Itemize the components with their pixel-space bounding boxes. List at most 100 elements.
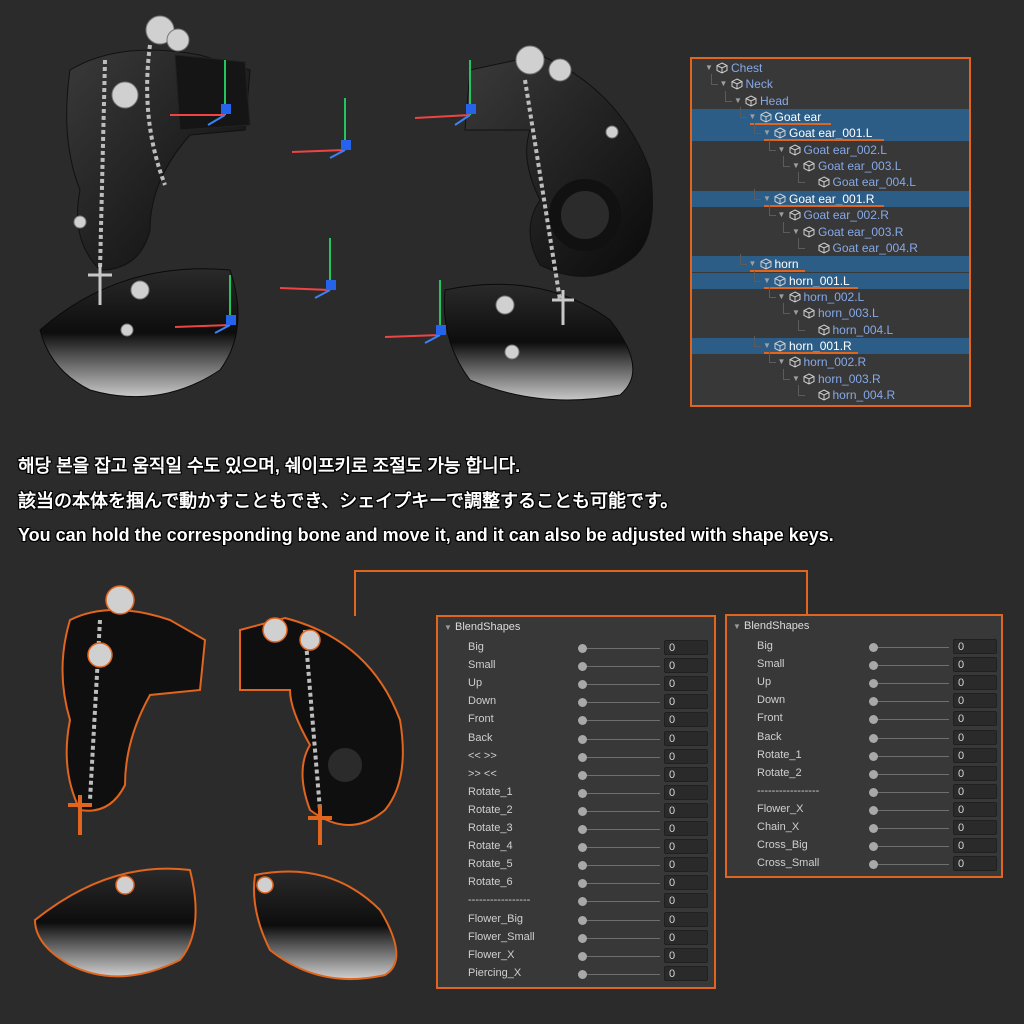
blendshape-value-field[interactable]: 0 [953,783,997,799]
blendshape-slider-track[interactable] [582,829,660,830]
blendshape-slider-track[interactable] [582,883,660,885]
hierarchy-item[interactable]: ▼Goat ear_003.L [692,156,969,174]
blendshape-value-field[interactable]: 0 [664,640,708,655]
blendshape-slider-track[interactable] [582,720,660,722]
blendshape-slider-knob[interactable] [869,661,878,671]
blendshape-slider-knob[interactable] [578,788,587,798]
blendshapes-title-left[interactable]: ▼ BlendShapes [444,621,521,633]
blendshape-value-field[interactable]: 0 [953,856,997,872]
blendshape-slider-track[interactable] [873,683,949,685]
blendshape-value-field[interactable]: 0 [664,947,708,963]
blendshape-slider-track[interactable] [582,774,660,776]
blendshape-slider-track[interactable] [582,865,660,867]
blendshape-value-field[interactable]: 0 [664,712,708,728]
blendshape-slider-knob[interactable] [578,662,587,672]
blendshape-slider-track[interactable] [873,828,949,829]
hierarchy-item[interactable]: ▼horn_003.L [692,303,969,321]
blendshape-slider-knob[interactable] [869,751,878,761]
viewport-bottom[interactable] [0,570,430,1010]
expand-arrow-icon[interactable]: ▼ [763,340,771,350]
blendshape-slider-knob[interactable] [578,843,587,853]
hierarchy-item[interactable]: horn_004.R [692,385,969,403]
expand-arrow-icon[interactable]: ▼ [748,112,757,122]
blendshape-slider-knob[interactable] [578,861,587,871]
hierarchy-item[interactable]: ▼Chest [692,60,969,76]
blendshape-slider-knob[interactable] [869,824,878,833]
blendshape-slider-track[interactable] [582,919,660,921]
blendshape-slider-knob[interactable] [578,806,587,816]
blendshape-slider-knob[interactable] [578,770,587,780]
blendshape-slider-knob[interactable] [578,897,587,907]
hierarchy-item[interactable]: ▼Neck [692,74,969,92]
blendshape-value-field[interactable]: 0 [664,893,708,909]
blendshape-value-field[interactable]: 0 [953,820,997,835]
blendshape-slider-track[interactable] [873,665,949,667]
hierarchy-item[interactable]: ▼Head [692,90,969,109]
blendshape-slider-knob[interactable] [578,698,587,708]
blendshape-slider-knob[interactable] [578,879,587,889]
blendshape-slider-knob[interactable] [578,915,587,925]
blendshape-slider-track[interactable] [873,647,949,648]
blendshape-value-field[interactable]: 0 [953,801,997,817]
blendshape-slider-knob[interactable] [869,715,878,725]
blendshape-slider-knob[interactable] [578,680,587,690]
hierarchy-panel[interactable]: ▼Chest▼Neck▼Head▼Goat ear▼Goat ear_001.L… [690,57,971,407]
blendshape-value-field[interactable]: 0 [953,693,997,709]
blendshape-slider-knob[interactable] [578,969,587,979]
expand-arrow-icon[interactable]: ▼ [792,161,800,171]
hierarchy-item[interactable]: ▼horn_002.L [692,286,969,305]
blendshape-slider-knob[interactable] [869,643,878,652]
blendshape-slider-knob[interactable] [578,825,587,834]
hierarchy-item[interactable]: ▼Goat ear [692,107,969,126]
blendshape-value-field[interactable]: 0 [953,747,997,763]
expand-arrow-icon[interactable]: ▼ [792,226,800,236]
blendshape-slider-track[interactable] [582,955,660,957]
viewport-top[interactable] [0,0,680,420]
blendshape-slider-track[interactable] [873,701,949,703]
hierarchy-item[interactable]: ▼Goat ear_001.R [692,188,969,207]
blendshape-slider-track[interactable] [582,666,660,668]
blendshape-value-field[interactable]: 0 [953,711,997,727]
expand-arrow-icon[interactable]: ▼ [763,193,771,203]
blendshape-slider-knob[interactable] [578,933,587,943]
blendshape-slider-track[interactable] [873,773,949,775]
expand-arrow-icon[interactable]: ▼ [705,63,713,72]
blendshape-slider-knob[interactable] [578,734,587,744]
blendshape-slider-knob[interactable] [869,805,878,815]
hierarchy-item[interactable]: Goat ear_004.L [692,172,969,190]
blendshape-slider-track[interactable] [582,756,660,758]
expand-arrow-icon[interactable]: ▼ [777,291,786,301]
blendshape-slider-track[interactable] [873,809,949,811]
blendshape-value-field[interactable]: 0 [664,911,708,927]
blendshape-value-field[interactable]: 0 [664,658,708,674]
blendshape-slider-knob[interactable] [869,679,878,689]
hierarchy-item[interactable]: ▼Goat ear_002.R [692,205,969,223]
blendshape-value-field[interactable]: 0 [664,821,708,836]
blendshape-slider-track[interactable] [873,846,949,848]
blendshape-value-field[interactable]: 0 [953,765,997,781]
blendshape-slider-knob[interactable] [578,752,587,762]
expand-arrow-icon[interactable]: ▼ [763,275,771,285]
blendshape-value-field[interactable]: 0 [953,729,997,745]
blendshape-slider-track[interactable] [582,937,660,939]
blendshape-value-field[interactable]: 0 [664,839,708,855]
blendshape-value-field[interactable]: 0 [953,639,997,654]
blendshape-slider-track[interactable] [582,684,660,686]
blendshape-slider-knob[interactable] [869,787,878,797]
blendshape-slider-track[interactable] [582,973,660,975]
expand-arrow-icon[interactable]: ▼ [734,95,742,105]
hierarchy-item[interactable]: Goat ear_004.R [692,237,969,256]
blendshape-value-field[interactable]: 0 [664,676,708,692]
blendshape-slider-track[interactable] [873,791,949,793]
blendshape-value-field[interactable]: 0 [664,766,708,782]
expand-arrow-icon[interactable]: ▼ [777,144,786,154]
foldout-arrow-icon[interactable]: ▼ [733,622,741,631]
blendshape-slider-knob[interactable] [578,716,587,726]
expand-arrow-icon[interactable]: ▼ [792,308,800,318]
blendshape-slider-track[interactable] [873,719,949,721]
blendshape-value-field[interactable]: 0 [664,694,708,710]
blendshape-value-field[interactable]: 0 [664,730,708,746]
blendshape-slider-knob[interactable] [578,644,587,653]
